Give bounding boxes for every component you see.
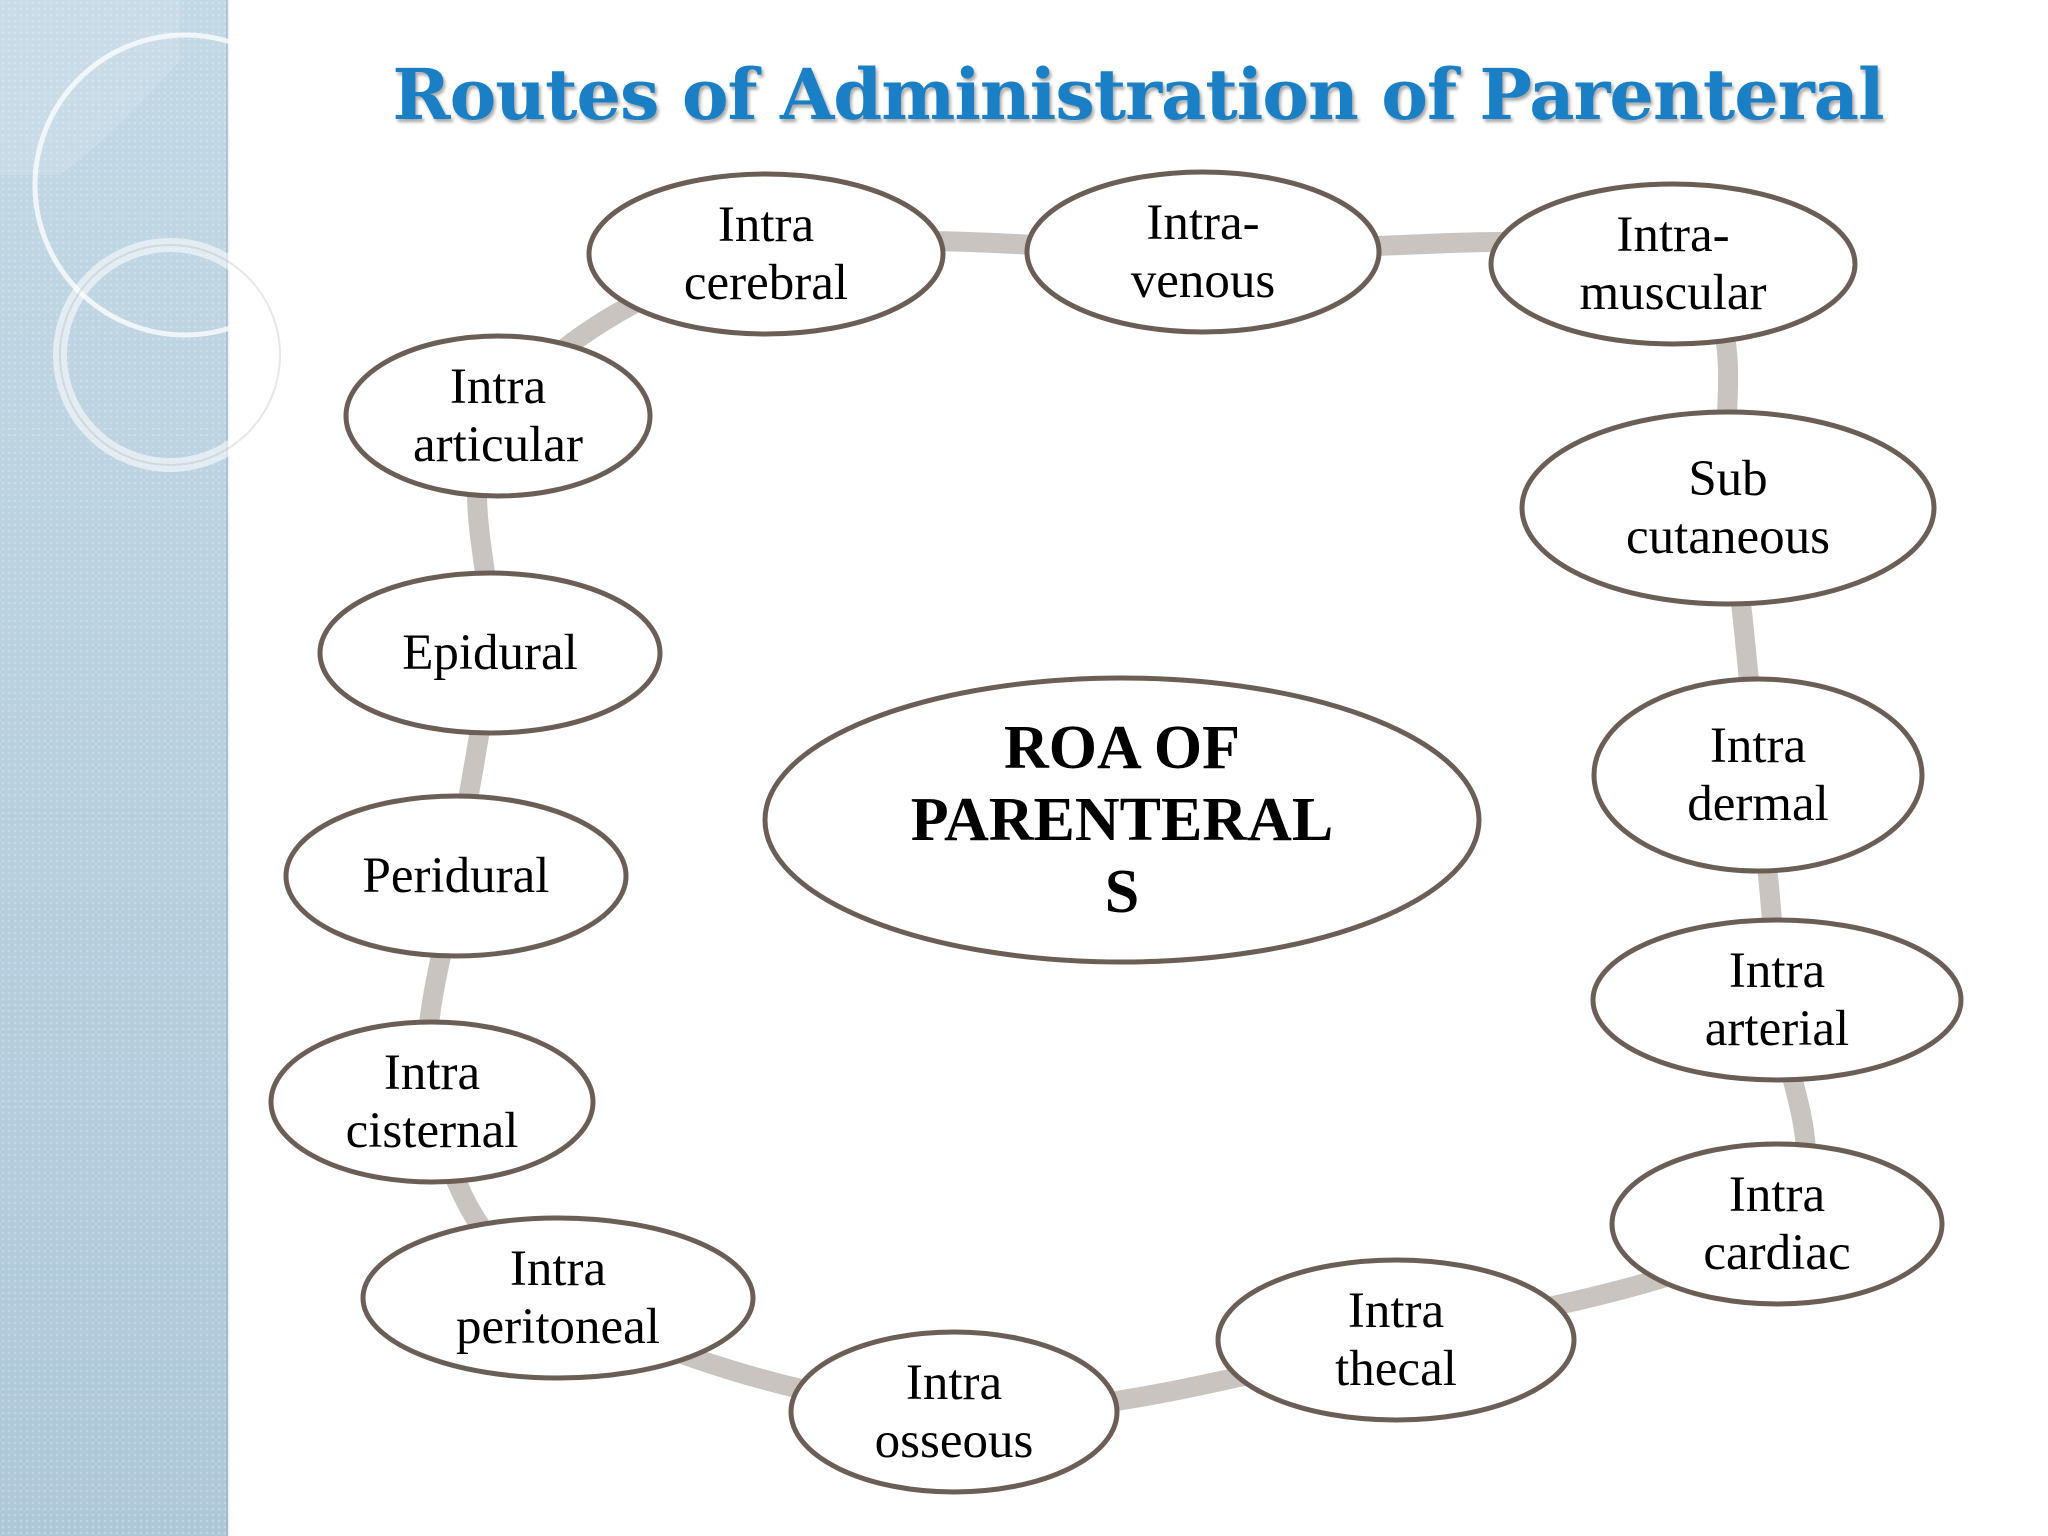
node-label-line: cisternal — [346, 1103, 519, 1159]
node-ellipse — [1591, 676, 1925, 874]
node-label-line: Intra — [1729, 1167, 1825, 1223]
node-label-line: Intra — [510, 1241, 606, 1297]
decorative-rings-icon — [0, 0, 330, 472]
node-label: Intra-muscular — [1580, 207, 1767, 321]
node-ellipse — [1024, 169, 1382, 335]
node-label-line: peritoneal — [456, 1299, 660, 1355]
node-label-line: cardiac — [1703, 1225, 1850, 1281]
node-label-line: Intra — [906, 1355, 1002, 1411]
node-ellipse — [1488, 181, 1858, 347]
node-label-line: PARENTERAL — [911, 786, 1334, 854]
node-ellipse — [317, 570, 663, 736]
node-label-line: cutaneous — [1626, 509, 1830, 565]
node-label-line: Intra- — [1616, 207, 1729, 263]
node-ellipse — [1215, 1257, 1577, 1423]
node-ellipse — [586, 171, 946, 337]
slide-title: Routes of Administration of Parenteral — [392, 53, 1884, 136]
node-label-line: thecal — [1335, 1341, 1457, 1397]
node-label-line: cerebral — [684, 255, 848, 311]
node-label-line: osseous — [875, 1413, 1034, 1469]
node-ellipse — [1590, 917, 1964, 1083]
node-label: Epidural — [402, 625, 578, 681]
node-label-line: muscular — [1580, 265, 1767, 321]
node-label-line: Sub — [1688, 451, 1767, 507]
node-ellipse — [343, 333, 653, 499]
node-label-line: Intra — [450, 359, 546, 415]
node-ellipse — [360, 1215, 756, 1381]
node-ellipse — [1609, 1141, 1945, 1307]
node-label-line: Epidural — [402, 625, 578, 681]
node-label: Peridural — [363, 848, 550, 904]
node-label-line: Intra — [384, 1045, 480, 1101]
node-label: Intra-venous — [1131, 195, 1275, 309]
node-ellipse — [283, 793, 629, 959]
node-label-line: articular — [413, 417, 583, 473]
node-label-line: Peridural — [363, 848, 550, 904]
node-intra-muscular: Intra-muscular — [1488, 181, 1858, 347]
node-ellipse — [268, 1019, 596, 1185]
center-ellipse — [762, 675, 1482, 965]
node-label-line: S — [1105, 858, 1139, 926]
node-label-line: Intra — [1710, 718, 1806, 774]
node-label-line: Intra — [1729, 943, 1825, 999]
node-label-line: Intra — [718, 197, 814, 253]
node-label-line: venous — [1131, 253, 1275, 309]
node-label-line: arterial — [1705, 1001, 1849, 1057]
node-ellipse — [788, 1329, 1120, 1495]
node-label-line: Intra- — [1146, 195, 1259, 251]
node-peridural: Peridural — [283, 793, 629, 959]
node-epidural: Epidural — [317, 570, 663, 736]
side-band-edge — [226, 0, 230, 1536]
node-ellipse — [1519, 409, 1937, 607]
node-label-line: ROA OF — [1004, 714, 1240, 782]
node-intra-venous: Intra-venous — [1024, 169, 1382, 335]
node-label-line: dermal — [1687, 776, 1829, 832]
node-label-line: Intra — [1348, 1283, 1444, 1339]
